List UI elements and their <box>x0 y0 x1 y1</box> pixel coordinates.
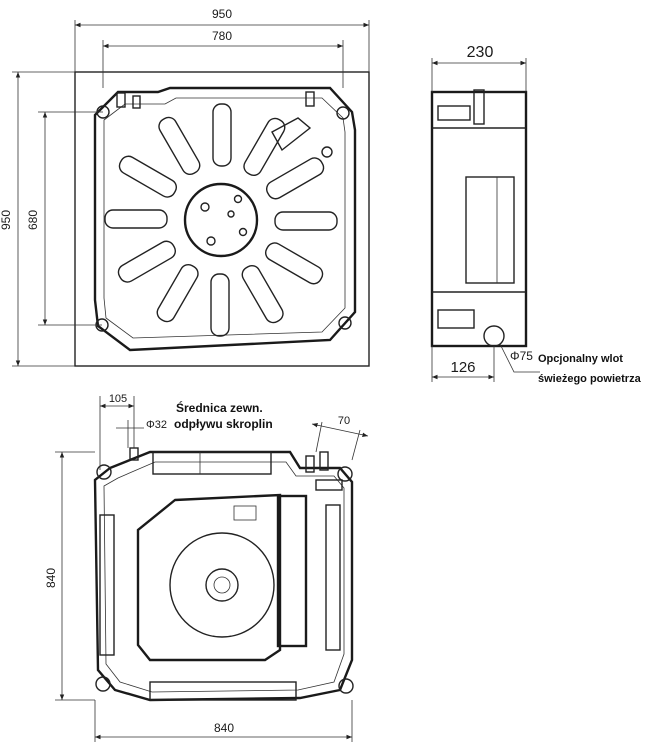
dim-top-height-outer: 950 <box>0 210 13 230</box>
dim-top-width-inner: 780 <box>212 29 232 43</box>
dim-bottom-width: 840 <box>214 721 234 735</box>
dim-top-height-inner: 680 <box>26 210 40 230</box>
side-view: 230 126 Φ75 Opcjonalny wlot świeżego pow… <box>430 44 642 385</box>
bottom-drain-note-line2: odpływu skroplin <box>174 417 273 431</box>
top-pipe-connector <box>132 95 141 109</box>
dim-top-width-outer: 950 <box>212 7 232 21</box>
top-corner-bracket <box>336 106 350 120</box>
side-fresh-air-inlet <box>483 325 505 347</box>
bottom-unit-frame <box>93 450 354 702</box>
bottom-pipe-connector <box>305 455 315 473</box>
top-corner-bracket <box>338 316 352 330</box>
bottom-control-box <box>276 494 308 648</box>
bottom-drain-note-line1: Średnica zewn. <box>176 400 263 415</box>
top-pipe-connector <box>116 92 126 108</box>
bottom-corner-bracket <box>95 676 111 692</box>
side-inspection-panel <box>465 176 515 284</box>
dim-bottom-height: 840 <box>44 568 58 588</box>
top-unit-body <box>93 86 357 352</box>
bottom-corner-bracket <box>96 464 112 480</box>
dim-bottom-pipe-offset: 70 <box>338 415 350 427</box>
dim-side-inlet-diameter: Φ75 <box>510 349 533 363</box>
top-fan-blades <box>104 103 338 337</box>
side-pipe-connector <box>473 89 485 125</box>
top-view: 950 780 950 680 <box>0 7 370 367</box>
side-unit-body <box>430 90 528 348</box>
dim-side-inlet-offset: 126 <box>450 359 475 376</box>
dim-side-depth: 230 <box>467 44 494 61</box>
top-fan-hub <box>183 182 259 258</box>
bottom-view: 105 Φ32 Średnica zewn. odpływu skroplin … <box>44 393 369 742</box>
bottom-inner-housing <box>136 493 282 662</box>
bottom-corner-bracket <box>338 678 354 694</box>
side-inlet-note-line2: świeżego powietrza <box>538 373 642 385</box>
bottom-corner-bracket <box>337 466 353 482</box>
bottom-fan-disk <box>169 532 275 638</box>
top-panel-outline <box>74 71 370 367</box>
bottom-pipe-connector <box>319 451 329 471</box>
dim-bottom-drain-diameter: Φ32 <box>146 419 167 431</box>
dim-bottom-drain-offset: 105 <box>109 393 127 405</box>
side-inlet-note-line1: Opcjonalny wlot <box>538 353 623 365</box>
